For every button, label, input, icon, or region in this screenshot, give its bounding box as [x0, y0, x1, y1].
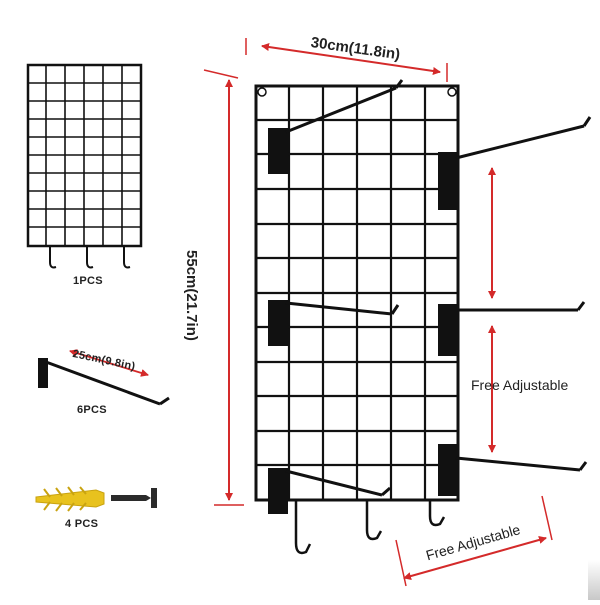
edge-shadow	[588, 560, 600, 600]
adjust-arrow-bottom	[403, 536, 547, 580]
hook-quantity-label: 6PCS	[77, 404, 107, 416]
width-arrow	[261, 43, 441, 75]
adjust-tick-bottom-left	[395, 539, 407, 587]
adjust-tick-bottom-right	[541, 495, 553, 541]
adjust-vertical-label: Free Adjustable	[471, 377, 569, 393]
small-grid-panel	[26, 63, 143, 269]
grid-quantity-label: 1PCS	[73, 275, 103, 287]
anchor-quantity-label: 4 PCS	[65, 518, 99, 530]
main-grid-panel	[254, 84, 460, 502]
single-hook-accessory	[38, 358, 170, 406]
wall-anchor-icon	[35, 486, 105, 512]
screw-icon	[111, 488, 157, 508]
height-tick-top	[203, 69, 239, 79]
left-hooks	[268, 79, 404, 514]
bottom-j-hooks	[294, 500, 446, 555]
height-label: 55cm(21.7in)	[183, 250, 200, 341]
right-hooks	[438, 116, 592, 496]
hook-length-arrow	[69, 349, 149, 377]
